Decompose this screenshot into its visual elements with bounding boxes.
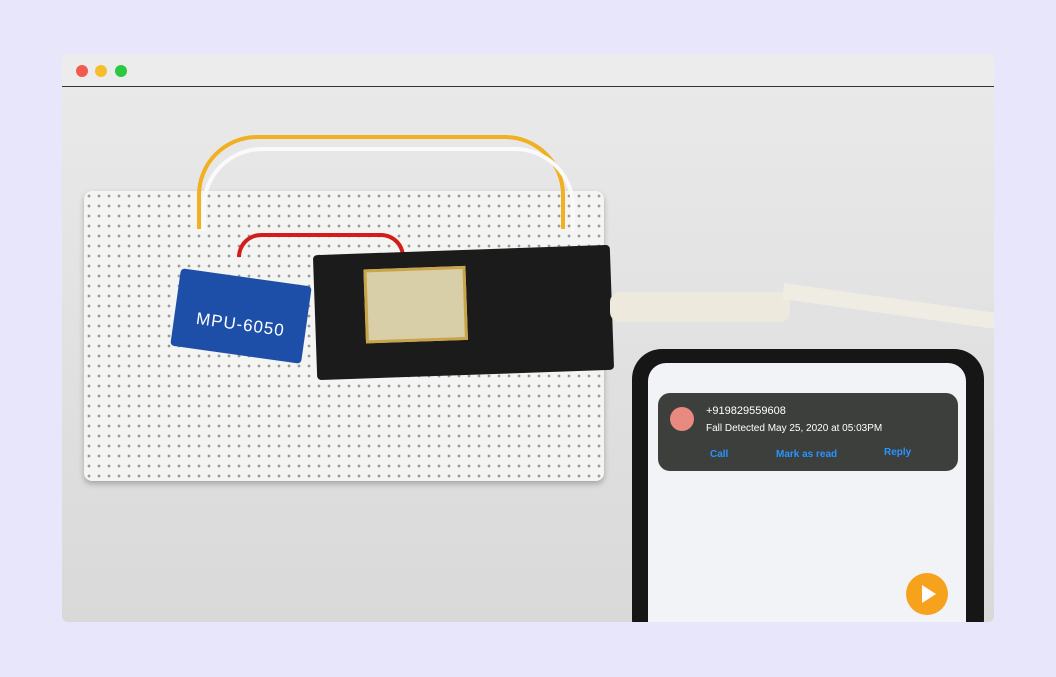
mark-as-read-action[interactable]: Mark as read bbox=[776, 449, 838, 460]
phone-screen: +919829559608 Fall Detected May 25, 2020… bbox=[648, 363, 966, 622]
usb-connector bbox=[610, 292, 790, 322]
play-icon[interactable] bbox=[906, 573, 948, 615]
usb-cable bbox=[782, 283, 994, 331]
title-bar bbox=[62, 54, 994, 87]
reply-action[interactable]: Reply bbox=[884, 447, 912, 458]
smartphone: +919829559608 Fall Detected May 25, 2020… bbox=[632, 349, 984, 622]
contact-avatar-icon bbox=[670, 407, 694, 431]
sms-notification[interactable]: +919829559608 Fall Detected May 25, 2020… bbox=[658, 393, 958, 471]
browser-window: MPU-6050 +919829559608 Fall Detected May… bbox=[62, 54, 994, 622]
white-wire bbox=[202, 147, 575, 231]
notification-message: Fall Detected May 25, 2020 at 05:03PM bbox=[706, 423, 883, 434]
close-button[interactable] bbox=[76, 65, 88, 77]
project-photo: MPU-6050 +919829559608 Fall Detected May… bbox=[62, 87, 994, 622]
wifi-chip bbox=[363, 265, 468, 344]
maximize-button[interactable] bbox=[115, 65, 127, 77]
sender-number: +919829559608 bbox=[706, 405, 786, 417]
module-label: MPU-6050 bbox=[194, 308, 286, 341]
minimize-button[interactable] bbox=[95, 65, 107, 77]
call-action[interactable]: Call bbox=[710, 449, 729, 460]
esp8266-board bbox=[312, 244, 615, 381]
